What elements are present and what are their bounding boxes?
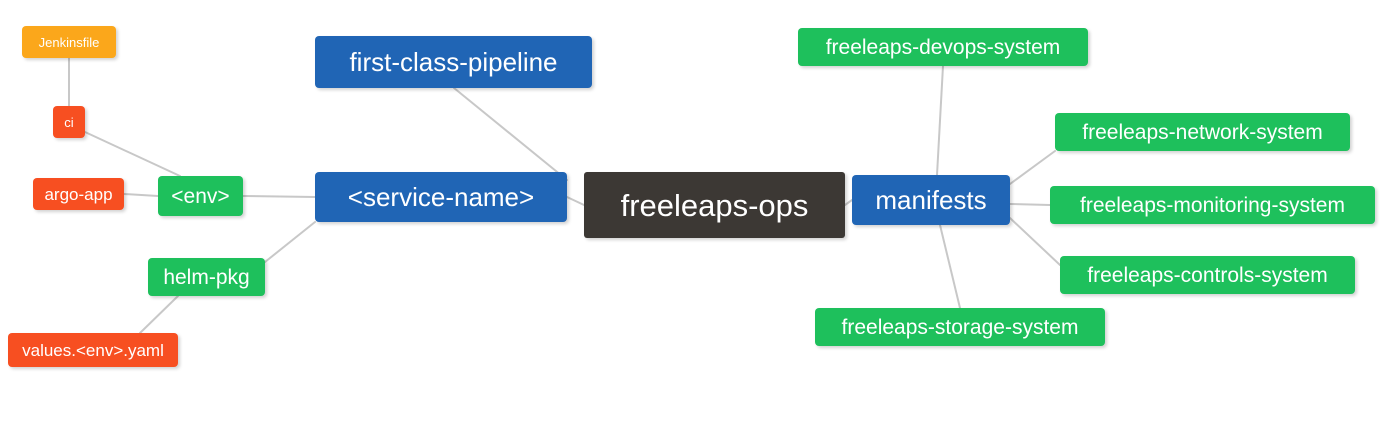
node-label: argo-app: [44, 184, 113, 204]
node-controls[interactable]: freeleaps-controls-system: [1060, 256, 1355, 294]
node-pipeline[interactable]: first-class-pipeline: [315, 36, 592, 88]
node-ci[interactable]: ci: [53, 106, 85, 138]
node-helm[interactable]: helm-pkg: [148, 258, 265, 296]
edge-root-to-manifests: [844, 199, 853, 206]
node-values[interactable]: values.<env>.yaml: [8, 333, 178, 367]
edge-root-to-service: [566, 196, 585, 206]
node-label: ci: [64, 114, 74, 130]
edge-service-to-pipeline: [453, 87, 568, 181]
edge-env-to-argo: [123, 193, 159, 197]
node-network[interactable]: freeleaps-network-system: [1055, 113, 1350, 151]
node-argo[interactable]: argo-app: [33, 178, 124, 210]
node-jenkins[interactable]: Jenkinsfile: [22, 26, 116, 58]
edge-env-to-ci: [84, 131, 181, 177]
edge-service-to-env: [242, 195, 316, 198]
edge-manifests-to-controls: [1009, 217, 1061, 266]
node-label: values.<env>.yaml: [22, 340, 164, 360]
node-manifests[interactable]: manifests: [852, 175, 1010, 225]
node-devops[interactable]: freeleaps-devops-system: [798, 28, 1088, 66]
node-label: freeleaps-storage-system: [841, 315, 1079, 339]
node-storage[interactable]: freeleaps-storage-system: [815, 308, 1105, 346]
node-label: first-class-pipeline: [349, 47, 558, 77]
node-label: <env>: [171, 184, 230, 208]
edge-service-to-helm: [264, 221, 316, 263]
node-label: Jenkinsfile: [38, 34, 100, 50]
node-label: freeleaps-ops: [620, 187, 809, 223]
edge-manifests-to-network: [1009, 150, 1056, 185]
node-label: manifests: [875, 185, 987, 215]
edge-manifests-to-devops: [936, 65, 944, 176]
edge-manifests-to-storage: [939, 224, 961, 309]
edge-helm-to-values: [139, 295, 179, 334]
edge-manifests-to-monitoring: [1009, 203, 1051, 206]
node-label: helm-pkg: [163, 265, 250, 289]
node-label: freeleaps-monitoring-system: [1080, 193, 1345, 217]
node-label: <service-name>: [347, 182, 535, 212]
node-label: freeleaps-controls-system: [1087, 263, 1328, 287]
node-service[interactable]: <service-name>: [315, 172, 567, 222]
node-label: freeleaps-devops-system: [825, 35, 1061, 59]
node-root[interactable]: freeleaps-ops: [584, 172, 845, 238]
node-monitoring[interactable]: freeleaps-monitoring-system: [1050, 186, 1375, 224]
node-label: freeleaps-network-system: [1082, 120, 1323, 144]
node-env[interactable]: <env>: [158, 176, 243, 216]
